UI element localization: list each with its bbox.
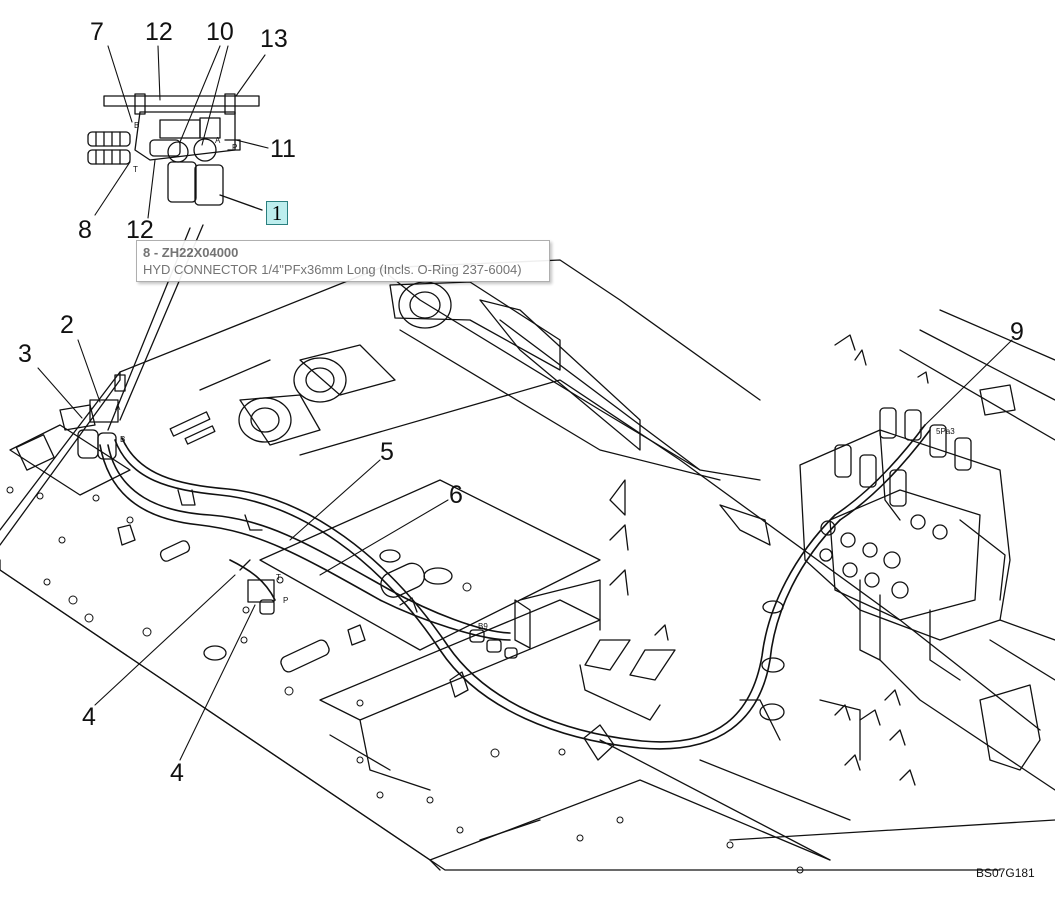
hose-5-6: [99, 424, 931, 750]
callout-9: 9: [1010, 318, 1024, 346]
port-label: A: [215, 136, 221, 145]
port-label: P: [232, 143, 237, 152]
tooltip-title: 8 - ZH22X04000: [143, 245, 239, 260]
right-frame: [699, 309, 1055, 841]
callout-3: 3: [18, 340, 32, 368]
callout-4-left: 4: [82, 703, 96, 731]
port-label: T: [133, 165, 138, 174]
callout-8: 8: [78, 216, 92, 244]
leader-lines: [37, 45, 1013, 761]
valve-port-label: 5Pa3: [936, 427, 955, 436]
mounting-holes: [6, 486, 804, 874]
callout-13: 13: [260, 25, 288, 53]
solenoid-valve-left: [59, 374, 126, 460]
callout-2: 2: [60, 311, 74, 339]
drawing-code: BS07G181: [976, 866, 1035, 880]
port-label: B: [120, 435, 125, 444]
callout-10: 10: [206, 18, 234, 46]
left-platform: [9, 411, 601, 791]
port-label: B: [134, 121, 139, 130]
port-label: T: [276, 573, 281, 582]
main-control-valve: [719, 407, 1011, 681]
port-label: A: [115, 403, 121, 412]
center-brackets: [579, 479, 676, 721]
callout-labels: 7 12 10 13 11 8 12 2 3 5 6 9 4 4: [18, 18, 1024, 787]
port-label: B9: [478, 622, 488, 631]
port-labels: B A P T B A P T B9 5Pa3: [115, 121, 955, 631]
callout-11: 11: [270, 135, 296, 163]
port-label: P: [283, 596, 288, 605]
callout-12-bottom: 12: [126, 216, 154, 244]
callout-6: 6: [449, 481, 463, 509]
solenoid-valve-center: [239, 559, 275, 615]
hose-clamps: [117, 489, 785, 761]
callout-1-hotspot[interactable]: 1: [266, 201, 288, 225]
part-tooltip: 8 - ZH22X04000 HYD CONNECTOR 1/4"PFx36mm…: [136, 240, 550, 282]
tooltip-description: HYD CONNECTOR 1/4"PFx36mm Long (Incls. O…: [143, 262, 522, 277]
boom-mount-plates: [238, 281, 761, 481]
frame-outline: [0, 259, 1041, 871]
callout-7: 7: [90, 18, 104, 46]
callout-5: 5: [380, 438, 394, 466]
callout-12-top: 12: [145, 18, 173, 46]
callout-4-bottom: 4: [170, 759, 184, 787]
connector-blocks: [469, 629, 518, 659]
